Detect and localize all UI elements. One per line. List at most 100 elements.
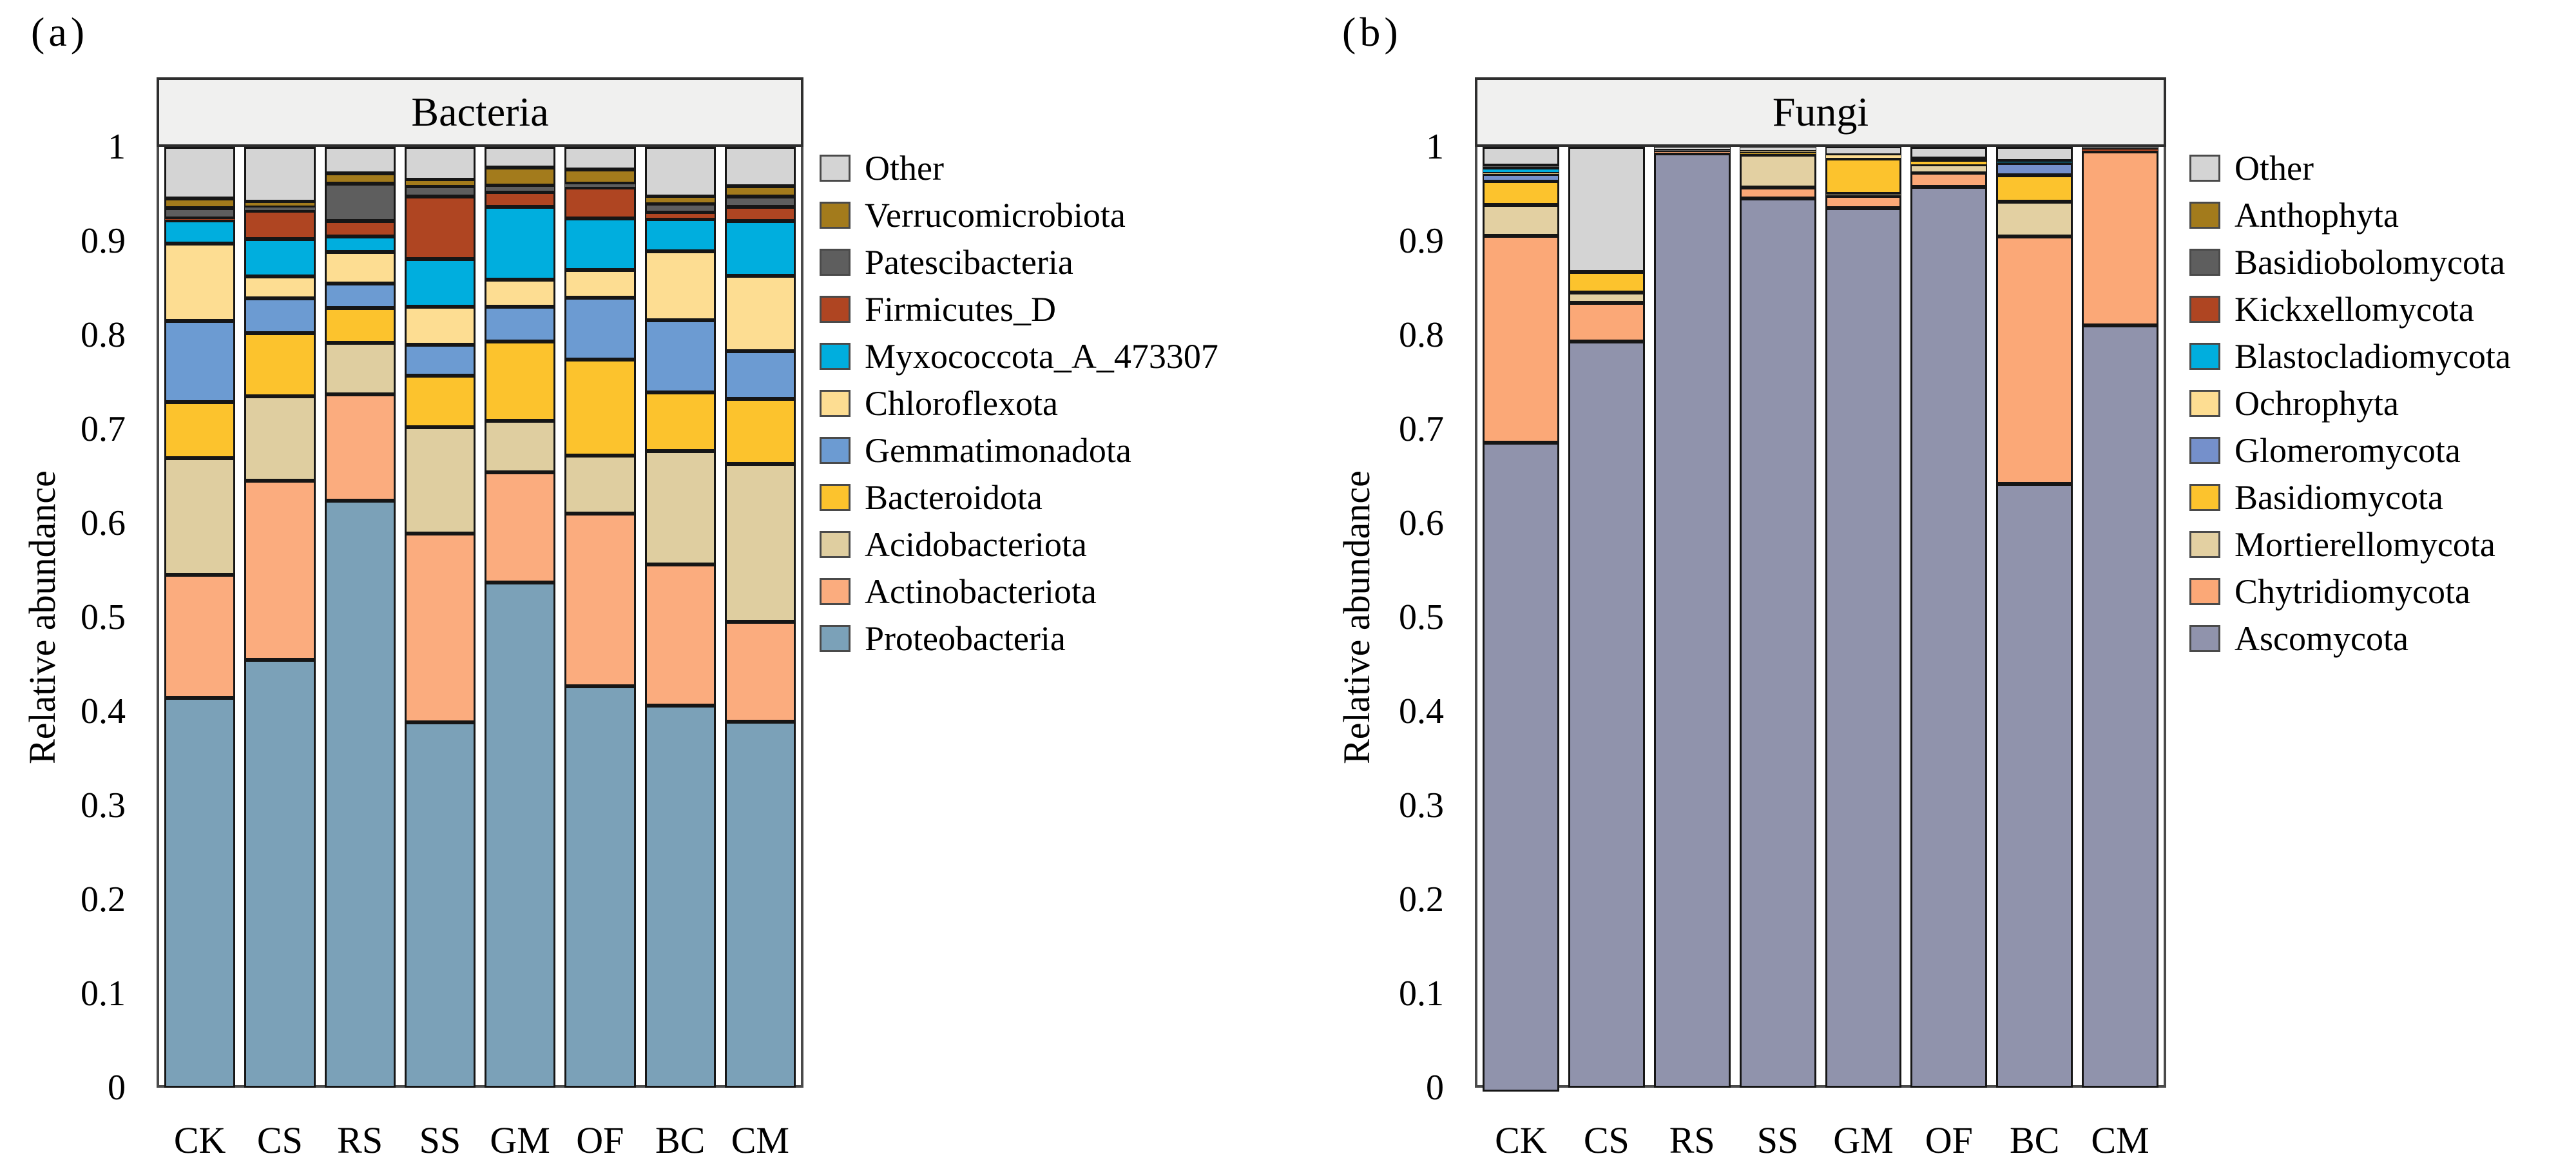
- legend-label-Verrucomicrobiota: Verrucomicrobiota: [865, 196, 1126, 235]
- segment-Myxococcota_A_473307-RS: [324, 236, 396, 253]
- y-tick-0.7: 0.7: [81, 409, 126, 449]
- segment-Proteobacteria-RS: [324, 500, 396, 1088]
- legend-label-Bacteroidota: Bacteroidota: [865, 478, 1043, 517]
- segment-Actinobacteriota-CK: [164, 575, 236, 699]
- segment-Proteobacteria-CS: [244, 659, 316, 1088]
- segment-Gemmatimonadota-OF: [564, 297, 636, 360]
- segment-Actinobacteriota-BC: [644, 564, 716, 706]
- segment-Other-BC: [644, 147, 716, 197]
- y-tick-1: 1: [108, 127, 126, 167]
- x-label-OF: OF: [576, 1119, 624, 1161]
- segment-Ascomycota-SS: [1739, 198, 1816, 1088]
- segment-Mortierellomycota-SS: [1739, 154, 1816, 188]
- legend-swatch-Chloroflexota: [820, 390, 851, 417]
- legend-swatch-Ascomycota: [2189, 625, 2220, 652]
- legend-label-Firmicutes_D: Firmicutes_D: [865, 290, 1056, 329]
- segment-Glomeromycota-BC: [1996, 162, 2073, 175]
- legend-label-Gemmatimonadota: Gemmatimonadota: [865, 431, 1131, 470]
- y-tick-0.1: 0.1: [1399, 974, 1444, 1014]
- legend-label-Ochrophyta: Ochrophyta: [2235, 384, 2399, 423]
- bar-bacteria-RS: [324, 147, 396, 1088]
- segment-Other-BC: [1996, 147, 2073, 161]
- segment-Myxococcota_A_473307-BC: [644, 219, 716, 252]
- segment-Chloroflexota-CS: [244, 276, 316, 299]
- legend-item-Kickxellomycota: Kickxellomycota: [2189, 292, 2511, 327]
- segment-Mortierellomycota-OF: [1910, 165, 1988, 173]
- legend-swatch-Firmicutes_D: [820, 296, 851, 323]
- segment-Other-CM: [2082, 147, 2158, 149]
- segment-Blastocladiomycota-CK: [1483, 169, 1559, 173]
- segment-Other-CM: [724, 147, 796, 187]
- segment-Gemmatimonadota-GM: [485, 307, 556, 342]
- segment-Gemmatimonadota-CS: [244, 298, 316, 334]
- segment-Gemmatimonadota-SS: [404, 344, 476, 376]
- segment-Other-CK: [1483, 147, 1559, 166]
- segment-Other-SS: [404, 147, 476, 180]
- legend-label-Acidobacteriota: Acidobacteriota: [865, 525, 1087, 564]
- legend-item-Gemmatimonadota: Gemmatimonadota: [820, 431, 1218, 470]
- segment-Gemmatimonadota-CK: [164, 321, 236, 402]
- segment-Gemmatimonadota-RS: [324, 283, 396, 308]
- segment-Verrucomicrobiota-RS: [324, 173, 396, 184]
- segment-Actinobacteriota-RS: [324, 394, 396, 501]
- y-tick-0.2: 0.2: [1399, 880, 1444, 920]
- legend-label-Basidiomycota: Basidiomycota: [2235, 478, 2443, 517]
- segment-Other-RS: [1653, 147, 1731, 150]
- segment-Myxococcota_A_473307-CS: [244, 239, 316, 277]
- segment-Bacteroidota-RS: [324, 307, 396, 343]
- segment-Basidiomycota-SS: [1739, 152, 1816, 155]
- legend-swatch-Blastocladiomycota: [2189, 343, 2220, 370]
- legend-item-Blastocladiomycota: Blastocladiomycota: [2189, 337, 2511, 376]
- segment-Firmicutes_D-CK: [164, 218, 236, 220]
- legend-item-Myxococcota_A_473307: Myxococcota_A_473307: [820, 339, 1218, 374]
- legend-label-Other: Other: [2235, 149, 2314, 188]
- segment-Other-OF: [564, 147, 636, 170]
- segment-Ochrophyta-CK: [1483, 172, 1559, 175]
- segment-Mortierellomycota-CS: [1568, 293, 1645, 304]
- segment-Ascomycota-GM: [1825, 207, 1902, 1088]
- y-tick-0.2: 0.2: [81, 880, 126, 920]
- legend-item-Glomeromycota: Glomeromycota: [2189, 433, 2511, 468]
- y-tick-0.6: 0.6: [1399, 503, 1444, 543]
- legend-label-Chytridiomycota: Chytridiomycota: [2235, 572, 2470, 611]
- segment-Kickxellomycota-CM: [2082, 148, 2158, 152]
- legend-swatch-Other: [2189, 155, 2220, 182]
- segment-Other-GM: [485, 147, 556, 168]
- segment-Verrucomicrobiota-CM: [724, 186, 796, 197]
- legend-item-Patescibacteria: Patescibacteria: [820, 245, 1218, 280]
- segment-Firmicutes_D-BC: [644, 213, 716, 220]
- segment-Chloroflexota-RS: [324, 252, 396, 284]
- segment-Verrucomicrobiota-CK: [164, 198, 236, 208]
- segment-Blastocladiomycota-OF: [1910, 160, 1988, 162]
- y-tick-0.8: 0.8: [1399, 315, 1444, 355]
- segment-Basidiomycota-CK: [1483, 181, 1559, 205]
- segment-Chytridiomycota-CS: [1568, 303, 1645, 342]
- segment-Patescibacteria-CS: [244, 207, 316, 211]
- legend-label-Blastocladiomycota: Blastocladiomycota: [2235, 337, 2511, 376]
- x-label-CM: CM: [731, 1119, 789, 1161]
- segment-Chloroflexota-OF: [564, 270, 636, 298]
- legend-label-Basidiobolomycota: Basidiobolomycota: [2235, 243, 2505, 282]
- segment-Patescibacteria-CK: [164, 207, 236, 218]
- x-label-GM: GM: [490, 1119, 550, 1161]
- legend-item-Bacteroidota: Bacteroidota: [820, 478, 1218, 517]
- x-label-OF: OF: [1925, 1119, 1973, 1161]
- segment-Acidobacteriota-BC: [644, 450, 716, 565]
- segment-Chloroflexota-CM: [724, 275, 796, 351]
- legend-swatch-Gemmatimonadota: [820, 437, 851, 464]
- legend-item-Other: Other: [820, 151, 1218, 186]
- segment-Mortierellomycota-CK: [1483, 204, 1559, 236]
- bar-fungi-BC: [1996, 147, 2073, 1088]
- bar-bacteria-CS: [244, 147, 316, 1088]
- legend-item-Basidiobolomycota: Basidiobolomycota: [2189, 243, 2511, 282]
- x-label-CM: CM: [2091, 1119, 2149, 1161]
- segment-Other-SS: [1739, 147, 1816, 151]
- segment-Verrucomicrobiota-GM: [485, 168, 556, 186]
- chart-title-fungi: Fungi: [1772, 89, 1869, 135]
- legend-swatch-Patescibacteria: [820, 249, 851, 276]
- segment-Myxococcota_A_473307-OF: [564, 218, 636, 271]
